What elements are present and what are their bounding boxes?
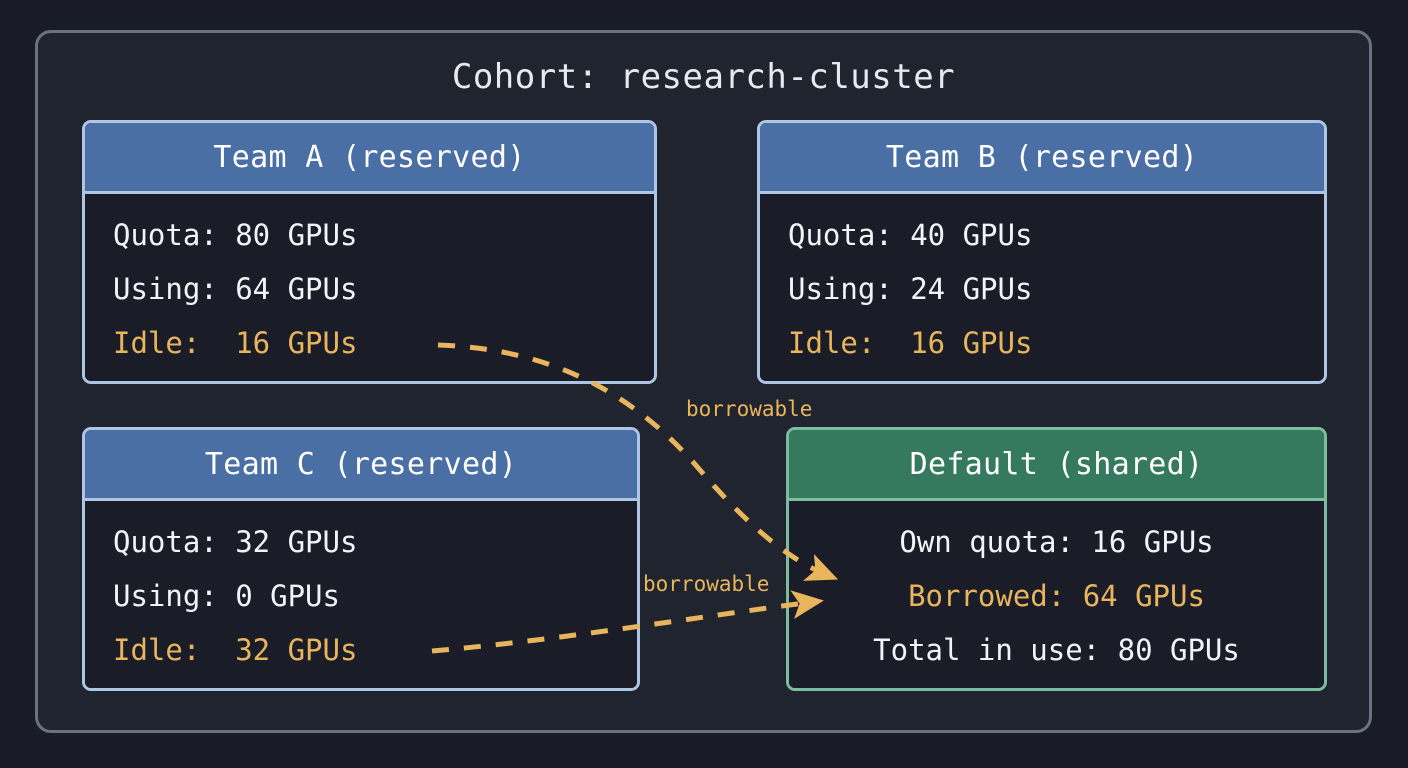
card-team-b-header: Team B (reserved) [760, 123, 1324, 194]
card-default-shared[interactable]: Default (shared) Own quota: 16 GPUs Borr… [786, 427, 1327, 691]
card-team-b-line-idle: Idle: 16 GPUs [788, 326, 1033, 360]
card-team-a-line-idle: Idle: 16 GPUs [113, 326, 358, 360]
card-team-b-body: Quota: 40 GPUs Using: 24 GPUs Idle: 16 G… [760, 194, 1324, 381]
edge-label-borrowable-team-a: borrowable [686, 397, 813, 421]
card-team-a-body: Quota: 80 GPUs Using: 64 GPUs Idle: 16 G… [85, 194, 654, 381]
card-team-c-header: Team C (reserved) [85, 430, 637, 501]
card-team-b-line-using: Using: 24 GPUs [788, 272, 1033, 306]
card-default-body: Own quota: 16 GPUs Borrowed: 64 GPUs Tot… [789, 501, 1324, 688]
card-team-a-line-using: Using: 64 GPUs [113, 272, 358, 306]
card-team-b-line-quota: Quota: 40 GPUs [788, 218, 1033, 252]
card-team-a-line-quota: Quota: 80 GPUs [113, 218, 358, 252]
card-team-c-line-idle: Idle: 32 GPUs [113, 633, 358, 667]
card-team-c-line-quota: Quota: 32 GPUs [113, 525, 358, 559]
card-team-c-body: Quota: 32 GPUs Using: 0 GPUs Idle: 32 GP… [85, 501, 637, 688]
card-team-a-header: Team A (reserved) [85, 123, 654, 194]
card-default-line-borrowed: Borrowed: 64 GPUs [908, 579, 1205, 613]
card-team-a[interactable]: Team A (reserved) Quota: 80 GPUs Using: … [82, 120, 657, 384]
cohort-title: Cohort: research-cluster [451, 57, 956, 97]
card-team-c[interactable]: Team C (reserved) Quota: 32 GPUs Using: … [82, 427, 640, 691]
card-team-c-line-using: Using: 0 GPUs [113, 579, 340, 613]
card-team-b[interactable]: Team B (reserved) Quota: 40 GPUs Using: … [757, 120, 1327, 384]
card-default-line-total: Total in use: 80 GPUs [873, 633, 1240, 667]
card-default-header: Default (shared) [789, 430, 1324, 501]
edge-label-borrowable-team-c: borrowable [643, 572, 770, 596]
card-default-line-own-quota: Own quota: 16 GPUs [899, 525, 1214, 559]
